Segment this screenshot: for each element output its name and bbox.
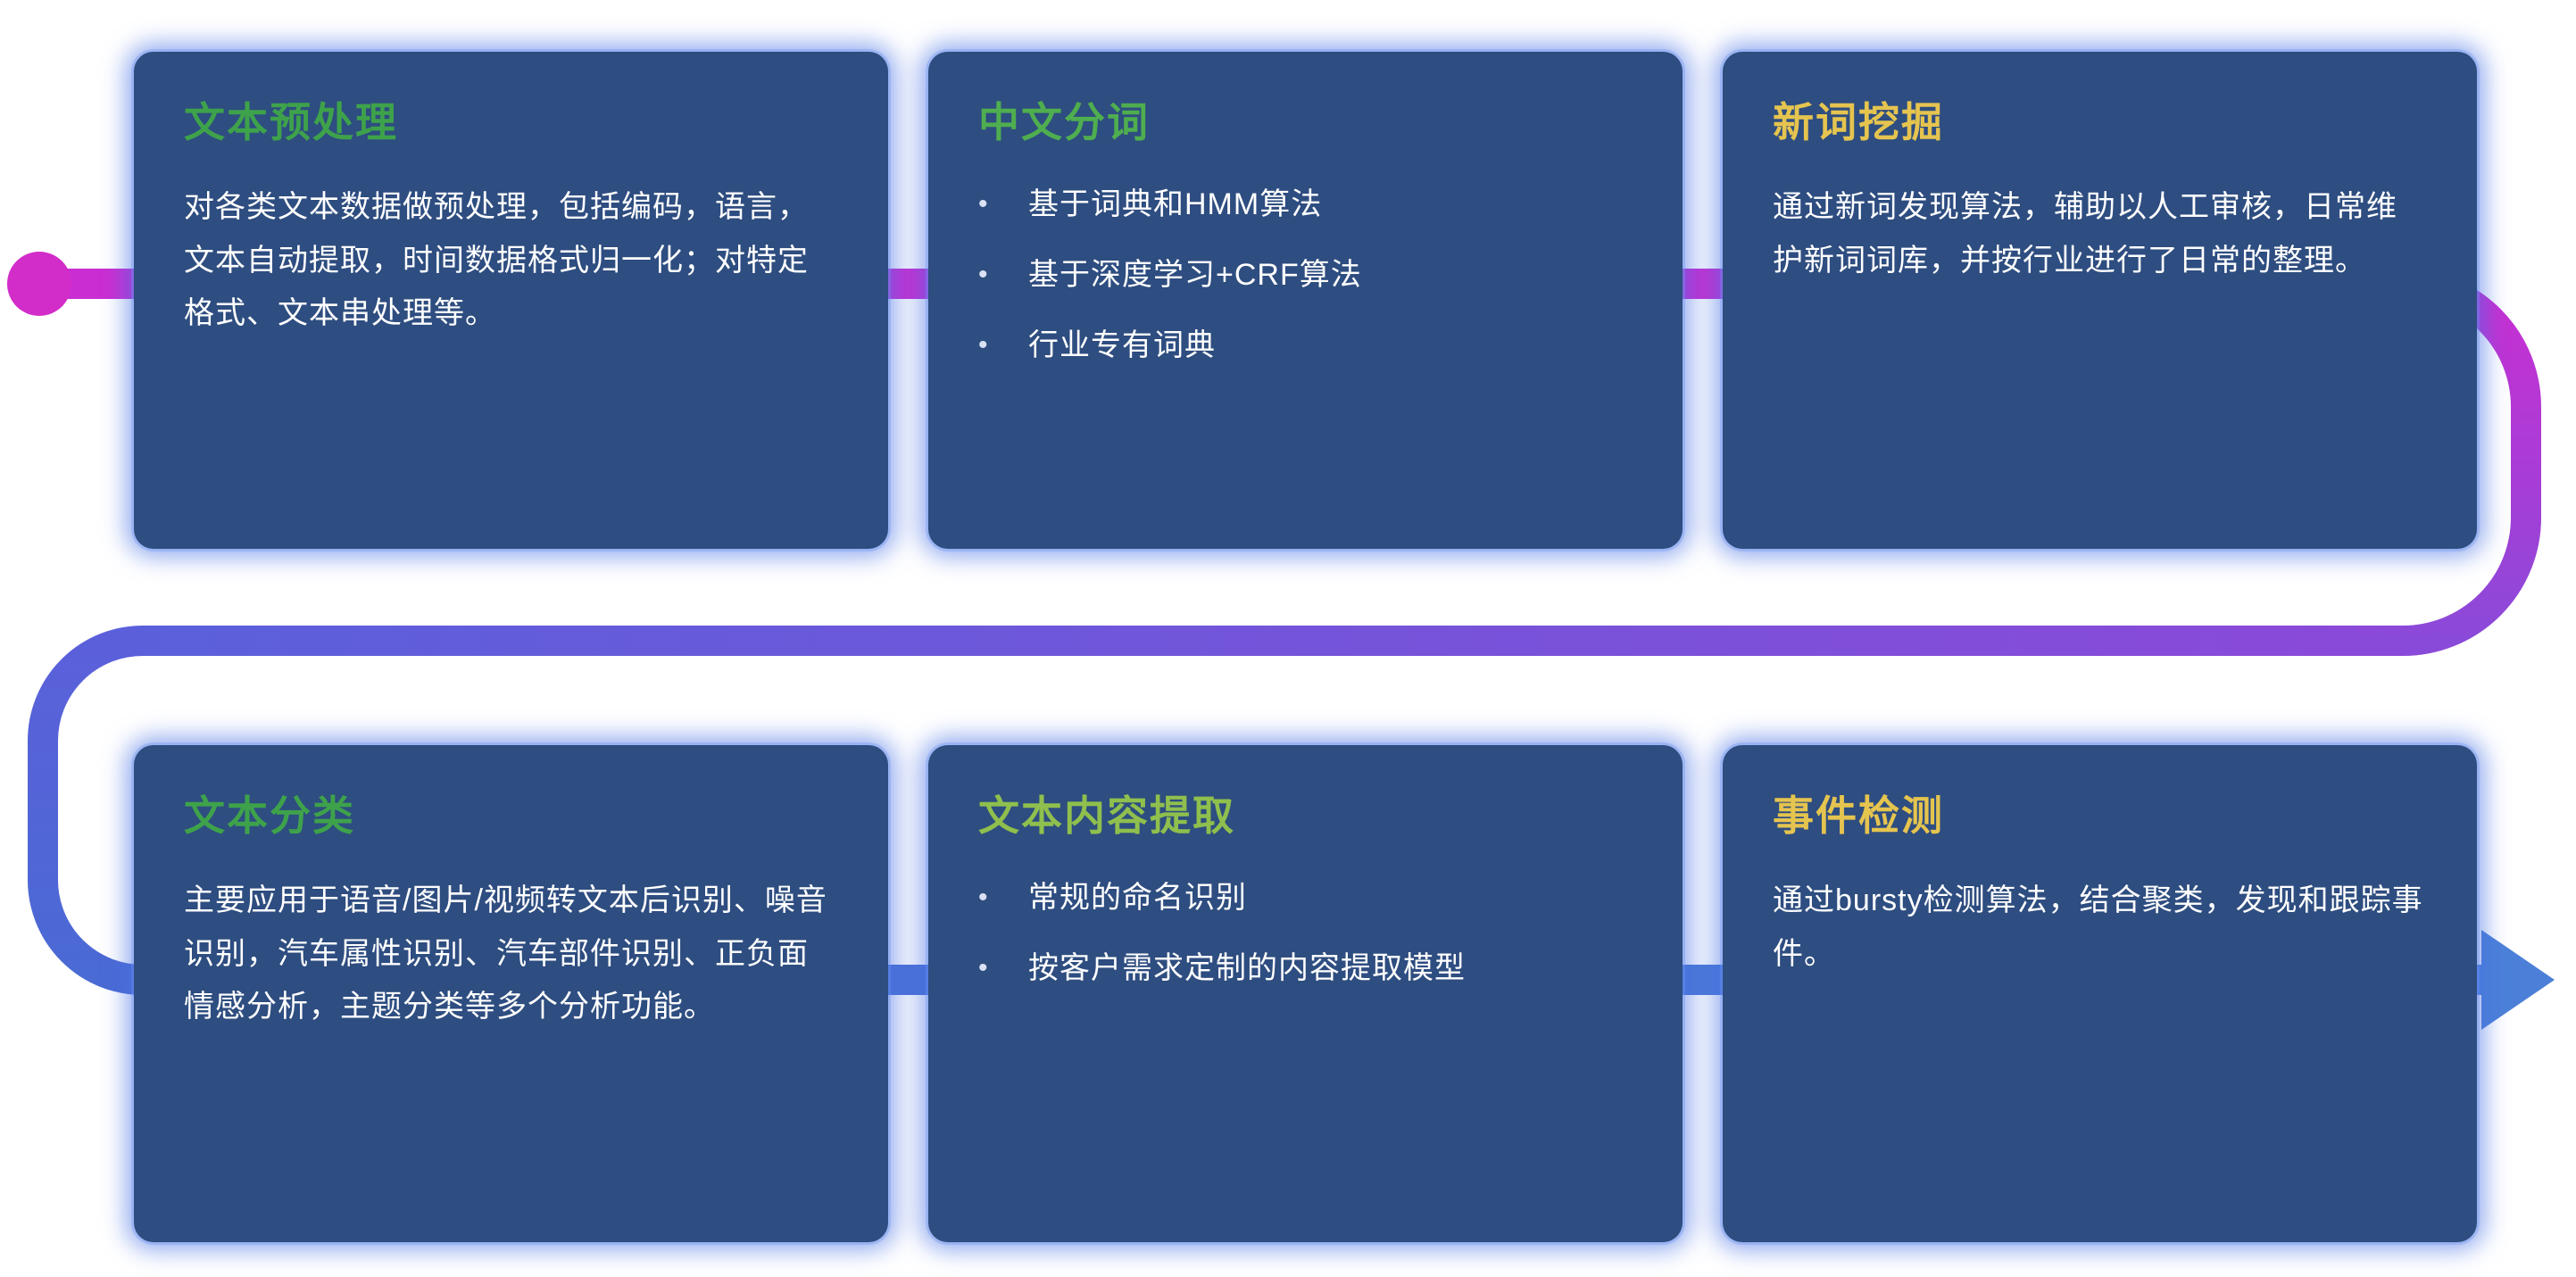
bullet-icon: • [978,329,989,360]
bullet-item: • 基于深度学习+CRF算法 [978,252,1633,299]
card-body: 对各类文本数据做预处理，包括编码，语言，文本自动提取，时间数据格式归一化；对特定… [184,190,809,331]
card-title: 文本内容提取 [978,792,1235,839]
bullet-text: 按客户需求定制的内容提取模型 [1028,950,1466,985]
bullet-text: 基于词典和HMM算法 [1028,187,1323,222]
arrow-right-icon [2481,930,2555,1030]
card-text-content-extraction: 文本内容提取 • 常规的命名识别 • 按客户需求定制的内容提取模型 [928,745,1683,1242]
bullet-text: 行业专有词典 [1028,328,1216,362]
card-body: 通过新词发现算法，辅助以人工审核，日常维护新词词库，并按行业进行了日常的整理。 [1773,190,2397,278]
bullet-text: 基于深度学习+CRF算法 [1028,257,1362,292]
card-chinese-word-segmentation: 中文分词 • 基于词典和HMM算法 • 基于深度学习+CRF算法 • 行业专有词… [928,52,1683,549]
card-title: 新词挖掘 [1773,99,1944,145]
bullet-icon: • [978,189,989,220]
bullet-icon: • [978,883,989,913]
flow-start-dot [7,252,71,316]
card-title: 中文分词 [978,99,1150,145]
card-event-detection: 事件检测 通过bursty检测算法，结合聚类，发现和跟踪事件。 [1723,745,2477,1242]
card-body: 通过bursty检测算法，结合聚类，发现和跟踪事件。 [1773,883,2423,971]
card-body: 主要应用于语音/图片/视频转文本后识别、噪音识别，汽车属性识别、汽车部件识别、正… [184,883,827,1024]
bullet-item: • 常规的命名识别 [978,875,1633,922]
card-title: 文本分类 [184,792,355,839]
bullet-list: • 常规的命名识别 • 按客户需求定制的内容提取模型 [978,875,1633,991]
bullet-item: • 按客户需求定制的内容提取模型 [978,945,1633,992]
bullet-list: • 基于词典和HMM算法 • 基于深度学习+CRF算法 • 行业专有词典 [978,181,1633,369]
card-text-classification: 文本分类 主要应用于语音/图片/视频转文本后识别、噪音识别，汽车属性识别、汽车部… [134,745,888,1242]
bullet-item: • 行业专有词典 [978,322,1633,369]
card-title: 事件检测 [1773,792,1944,839]
flow-segment-left-curve [28,626,144,995]
card-new-word-mining: 新词挖掘 通过新词发现算法，辅助以人工审核，日常维护新词词库，并按行业进行了日常… [1723,52,2477,549]
card-title: 文本预处理 [184,99,398,145]
bullet-icon: • [978,259,989,289]
bullet-item: • 基于词典和HMM算法 [978,181,1633,228]
card-text-preprocessing: 文本预处理 对各类文本数据做预处理，包括编码，语言，文本自动提取，时间数据格式归… [134,52,888,549]
bullet-icon: • [978,952,989,983]
bullet-text: 常规的命名识别 [1028,881,1247,916]
